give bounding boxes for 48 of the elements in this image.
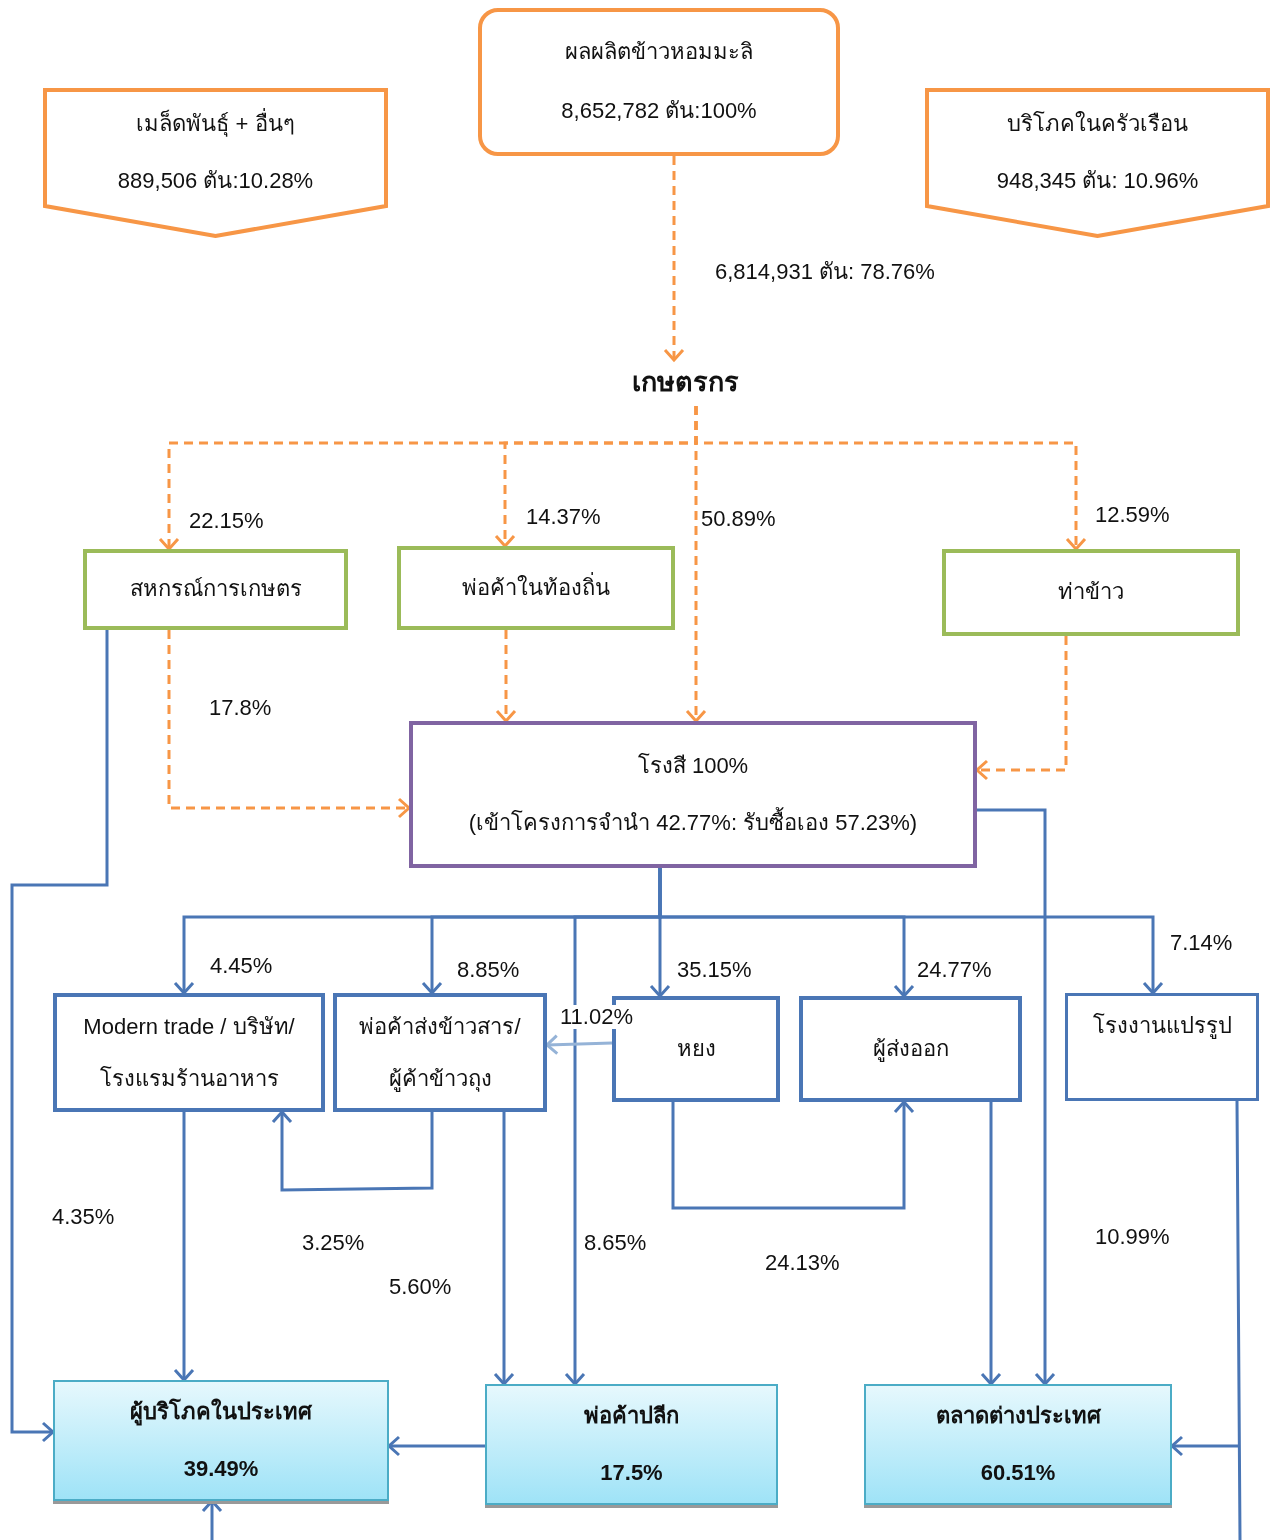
result-box: [485, 1384, 778, 1505]
box-title: สหกรณ์การเกษตร: [129, 575, 302, 604]
box-title: บริโภคในครัวเรือน: [1007, 110, 1188, 138]
result-box: [53, 1380, 389, 1501]
box-title: Modern trade / บริษัท/โรงแรมร้านอาหาร: [82, 1012, 296, 1093]
box-value: (เข้าโครงการจำนำ 42.77%: รับซื้อเอง 57.23%): [468, 808, 918, 837]
process-box: [409, 721, 977, 868]
box-title: โรงงานแปรรูป: [1092, 1012, 1232, 1041]
process-box: [942, 549, 1240, 636]
box-title: หยง: [676, 1035, 716, 1063]
process-box: [1065, 993, 1259, 1101]
box-value: 60.51%: [980, 1458, 1056, 1487]
stage-label: เกษตรกร: [631, 366, 739, 400]
box-title: โรงสี 100%: [637, 751, 749, 780]
box-title: พ่อค้าปลีก: [584, 1401, 679, 1430]
result-box: [864, 1384, 1172, 1505]
process-box: [397, 546, 675, 630]
arrow: [663, 156, 685, 362]
box-title: เมล็ดพันธุ์ + อื่นๆ: [136, 110, 295, 139]
edge-label: 6,814,931 ตัน: 78.76%: [713, 260, 937, 285]
arrow: [493, 1112, 515, 1386]
box-value: 948,345 ตัน: 10.96%: [996, 166, 1199, 195]
box-value: 39.49%: [183, 1454, 259, 1483]
arrow: [977, 808, 1056, 1386]
edge-label: 11.02%: [558, 1005, 635, 1030]
box-title: พ่อค้าส่งข้าวสาร/ผู้ค้าข้าวถุง: [359, 1012, 521, 1094]
box-value: 17.5%: [600, 1458, 663, 1487]
arrow: [173, 1112, 195, 1382]
box-title: ผู้บริโภคในประเทศ: [130, 1397, 312, 1427]
box-value: 8,652,782 ตัน:100%: [561, 97, 757, 125]
process-box: [333, 993, 547, 1112]
box-title: พ่อค้าในท้องถิ่น: [462, 573, 610, 602]
arrow: [694, 406, 1087, 551]
process-box: [53, 993, 325, 1112]
arrow: [980, 1102, 1002, 1386]
box-value: 889,506 ตัน:10.28%: [117, 166, 314, 195]
rounded-box: [478, 8, 840, 156]
arrow: [671, 1100, 915, 1210]
box-title: ท่าข้าว: [1058, 578, 1124, 607]
process-box: [83, 549, 348, 630]
process-box: [799, 996, 1022, 1102]
arrow: [167, 630, 411, 819]
arrow: [495, 630, 517, 723]
box-title: ผลผลิตข้าวหอมมะลิ: [565, 38, 753, 67]
box-title: ตลาดต่างประเทศ: [935, 1401, 1101, 1430]
arrow: [271, 1110, 434, 1192]
box-title: ผู้ส่งออก: [872, 1035, 949, 1064]
arrow: [10, 630, 109, 1443]
